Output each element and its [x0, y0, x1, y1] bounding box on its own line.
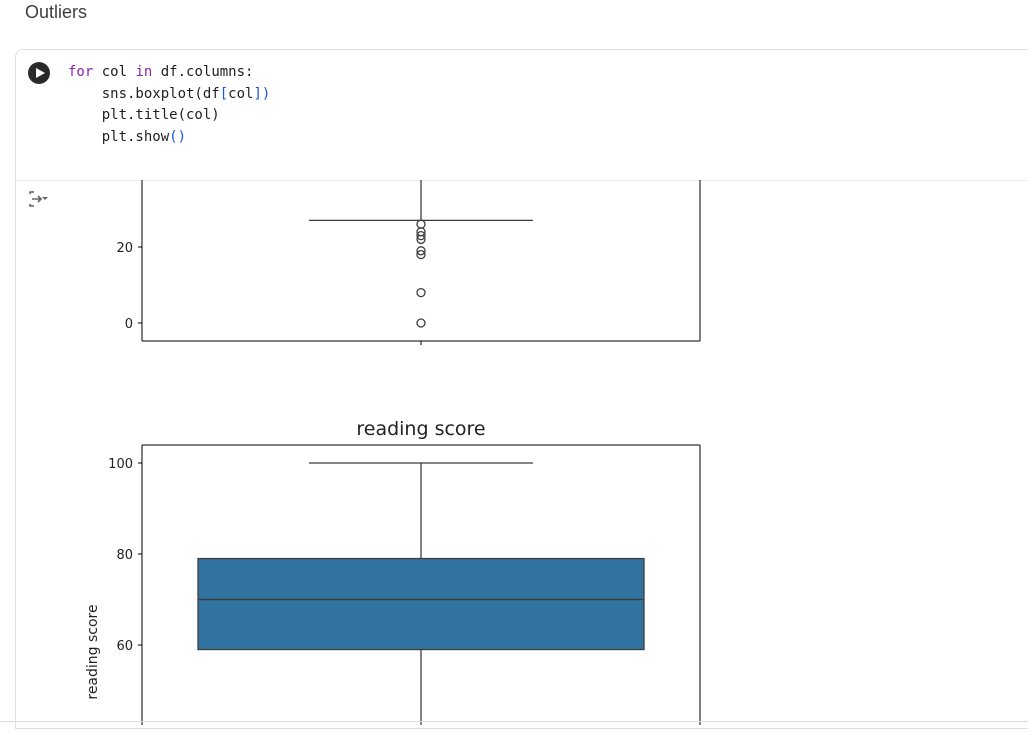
plot1-outlier-5 [416, 249, 426, 260]
plot2-ytick-label-3: 100 [108, 457, 133, 472]
plot2-ylabel: reading score [85, 604, 101, 699]
code-line-2: sns.boxplot(df[col]) [68, 85, 271, 102]
collapse-output-icon[interactable] [26, 187, 50, 211]
plot1-ytick-label-0: 0 [125, 317, 133, 332]
plot1-outlier-2 [416, 230, 426, 241]
code-cell[interactable]: for col in df.columns: sns.boxplot(df[co… [15, 49, 1028, 735]
plot1-outlier-3 [416, 234, 426, 245]
run-cell-button[interactable] [28, 62, 50, 84]
plot1-outlier-7 [416, 318, 426, 328]
plot1-outlier-0 [416, 219, 426, 229]
code-line-1: for col in df.columns: [68, 64, 254, 80]
plot2-title: reading score [356, 418, 485, 440]
bottom-divider [0, 721, 1028, 722]
plot1-ytick-label-1: 20 [116, 241, 133, 256]
plot2-ytick-label-1: 60 [116, 639, 133, 654]
code-line-4: plt.show() [68, 128, 187, 145]
plot1-outlier-6 [416, 287, 426, 298]
plot2-box [197, 557, 645, 651]
section-title: Outliers [25, 2, 88, 22]
plot2-ytick-label-2: 80 [116, 548, 133, 563]
code-line-3: plt.title(col) [68, 107, 220, 123]
code-editor[interactable]: for col in df.columns: sns.boxplot(df[co… [16, 50, 1028, 181]
code-text[interactable]: for col in df.columns: sns.boxplot(df[co… [68, 62, 270, 148]
plot1-outlier-4 [416, 246, 426, 256]
